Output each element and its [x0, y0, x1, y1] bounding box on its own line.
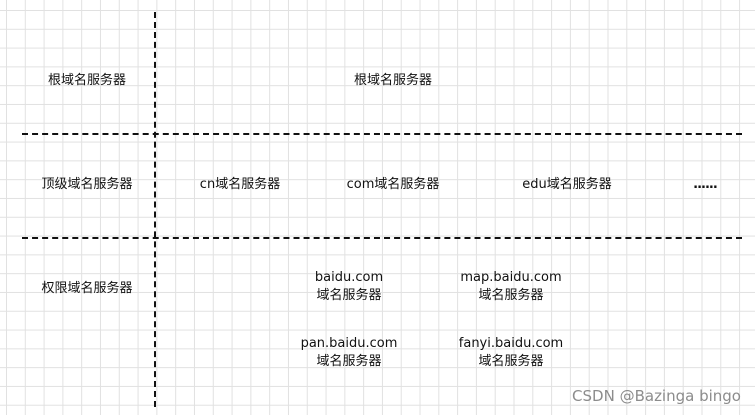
- watermark: CSDN @Bazinga bingo: [572, 387, 741, 405]
- row-label-authority: 权限域名服务器: [41, 281, 133, 296]
- authority-node-caption: 域名服务器: [316, 354, 382, 369]
- horizontal-divider-bottom: [22, 237, 742, 239]
- row-label-tld: 顶级域名服务器: [41, 177, 133, 192]
- root-server-node: 根域名服务器: [353, 73, 433, 88]
- tld-node-com: com域名服务器: [346, 177, 440, 192]
- tld-node-ellipsis: ......: [693, 177, 718, 192]
- authority-node-baidu: baidu.com 域名服务器: [315, 269, 383, 305]
- vertical-divider: [154, 12, 156, 407]
- row-label-root: 根域名服务器: [47, 73, 127, 88]
- tld-node-edu: edu域名服务器: [522, 177, 612, 192]
- authority-node-domain: baidu.com: [314, 270, 384, 285]
- tld-node-cn: cn域名服务器: [199, 177, 281, 192]
- authority-node-caption: 域名服务器: [478, 354, 544, 369]
- authority-node-caption: 域名服务器: [316, 288, 382, 303]
- authority-node-map: map.baidu.com 域名服务器: [460, 269, 561, 305]
- authority-node-domain: fanyi.baidu.com: [458, 336, 564, 351]
- authority-node-domain: map.baidu.com: [460, 270, 562, 285]
- horizontal-divider-top: [22, 133, 742, 135]
- authority-node-caption: 域名服务器: [478, 288, 544, 303]
- authority-node-domain: pan.baidu.com: [300, 336, 398, 351]
- authority-node-pan: pan.baidu.com 域名服务器: [301, 335, 398, 371]
- authority-node-fanyi: fanyi.baidu.com 域名服务器: [459, 335, 563, 371]
